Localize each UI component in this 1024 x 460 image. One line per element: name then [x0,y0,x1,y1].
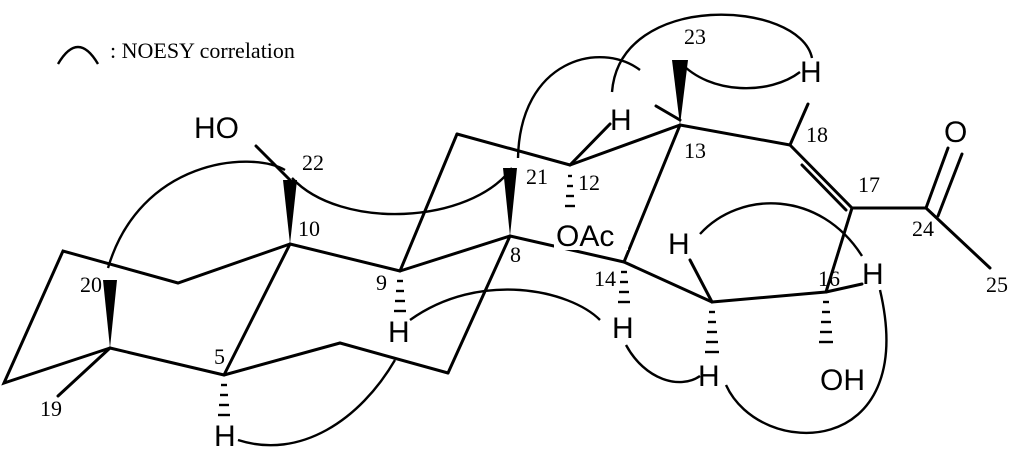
num-c14: 14 [594,266,616,291]
num-c18: 18 [806,122,828,147]
num-c21: 21 [526,164,548,189]
num-c5: 5 [214,344,225,369]
c21-wedge [503,168,517,236]
num-c25: 25 [986,272,1008,297]
noesy-h23-h18b [679,61,801,90]
ring-a-bonds [1,242,292,386]
label-h16: H [862,258,884,291]
c10-c22-wedge [283,180,297,244]
label-o24: O [944,116,967,149]
c19-methyl-bond [56,346,112,398]
noesy-h5-h9 [237,359,397,447]
num-c12: 12 [578,170,600,195]
skeleton-bonds [1,102,992,398]
noesy-h22-h21 [291,167,513,216]
c17-c18-double-bond [800,163,848,212]
c23-wedge [672,60,688,125]
label-h5: H [214,420,236,453]
label-h12: H [610,104,632,137]
noesy-h15-h16b [724,289,888,435]
label-ho22: HO [194,112,239,145]
noesy-h15-h16 [699,202,864,257]
atom-labels: HO OAc OH O H H H H H H H H [192,56,967,453]
c24-carbonyl-bond [936,152,964,218]
noesy-h23-h18 [610,13,814,93]
noesy-h21-h12 [516,56,641,159]
label-h18: H [800,56,822,89]
noesy-h14-h15 [624,344,701,384]
label-h15-lower: H [698,360,720,393]
num-c24: 24 [912,216,934,241]
num-c19: 19 [40,396,62,421]
num-c23: 23 [684,24,706,49]
num-c20: 20 [80,272,102,297]
noesy-h22-h20 [106,160,286,269]
c20-wedge [103,280,117,348]
num-c16: 16 [818,266,840,291]
legend-arc-icon [56,46,100,65]
label-oac: OAc [556,220,614,253]
legend-text: : NOESY correlation [110,38,295,63]
carbon-numbers: 5 8 9 10 12 13 14 16 17 18 19 20 21 22 2… [40,24,1008,421]
label-oh16: OH [820,364,865,397]
wedge-bonds [103,60,688,348]
num-c13: 13 [684,138,706,163]
num-c17: 17 [858,172,880,197]
num-c8: 8 [510,242,521,267]
label-h9: H [388,316,410,349]
noesy-h9-h14 [409,288,601,321]
num-c9: 9 [376,270,387,295]
num-c22: 22 [302,150,324,175]
label-h15-upper: H [668,228,690,261]
num-c10: 10 [298,216,320,241]
label-h14: H [612,312,634,345]
hash-bonds [218,174,833,417]
noesy-arcs [106,13,888,447]
